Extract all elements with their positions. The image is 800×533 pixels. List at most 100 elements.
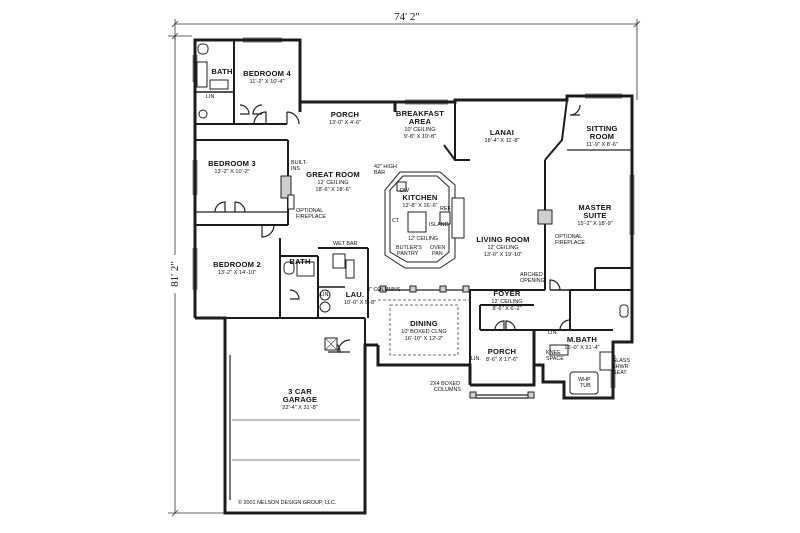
pantry-shelf-icon <box>451 197 465 239</box>
living-room-label: LIVING ROOM <box>476 235 529 244</box>
refrigerator-icon <box>439 211 451 225</box>
arched-opening-note: ARCHED <box>520 272 543 278</box>
foyer-label: FOYER <box>493 289 520 298</box>
wet-bar-note: WET BAR <box>333 241 358 247</box>
dining-ceiling: 10' BOXED CLNG <box>401 329 447 335</box>
rear-porch-size: 13'-0" X 4'-6" <box>329 120 361 126</box>
island-icon <box>407 211 427 233</box>
garage-size: 22'-4" X 31'-8" <box>282 405 317 411</box>
laundry-label: LAU. <box>346 290 365 299</box>
island-note: ISLAND <box>429 222 449 228</box>
fireplace-icon <box>537 209 553 225</box>
columns-note: 8" COLUMNS <box>367 287 401 293</box>
bedroom2-size: 13'-2" X 14'-10" <box>218 270 256 276</box>
water-heater-icon <box>198 109 208 119</box>
optional-fireplace-m-note-2: FIREPLACE <box>555 240 585 246</box>
butlers-pantry-note-2: PANTRY <box>397 251 419 257</box>
breakfast-size: 9'-8" X 10'-8" <box>404 134 436 140</box>
whp-tub-note: WHP <box>578 377 591 383</box>
breakfast-label: BREAKFAST <box>396 109 444 118</box>
sitting-label: SITTING <box>586 124 617 133</box>
bedroom2-label: BEDROOM 2 <box>213 260 261 269</box>
high-bar-note: 42" HIGH <box>374 164 397 170</box>
built-ins-note: BUILT- <box>291 160 308 166</box>
master-suite-size: 15'-2" X 18'-9" <box>577 221 612 227</box>
front-porch-label: PORCH <box>488 347 516 356</box>
bath-mid-label: BATH <box>289 257 310 266</box>
wet-bar-sink-icon <box>332 253 346 269</box>
rear-porch-label: PORCH <box>331 110 359 119</box>
lin-mbath-note: LIN. <box>548 330 558 336</box>
laundry-size: 10'-0" X 5'-8" <box>344 300 376 306</box>
master-bath-size: 16'-0" X 21'-4" <box>564 345 599 351</box>
optional-fireplace-m-note: OPTIONAL <box>555 234 582 240</box>
master-suite-label-2: SUITE <box>583 211 606 220</box>
dishwasher-icon <box>396 181 407 192</box>
lin-foyer-note: LIN. <box>471 356 481 362</box>
glass-shower-icon <box>599 351 613 371</box>
garage-label: 3 CAR <box>288 387 312 396</box>
built-ins-icon <box>287 194 295 210</box>
dining-size: 16'-10" X 12'-2" <box>405 336 443 342</box>
breakfast-ceiling: 10' CEILING <box>404 127 435 133</box>
width-label: 74' 2" <box>394 11 420 23</box>
optional-fireplace-note: OPTIONAL <box>296 208 323 214</box>
high-bar-note-2: BAR <box>374 170 385 176</box>
oven-pan-note-2: PAN <box>432 251 443 257</box>
butlers-pantry-note: BUTLER'S <box>396 245 422 251</box>
dw-note: DW <box>400 188 410 194</box>
sitting-label-2: ROOM <box>590 132 614 141</box>
kitchen-label: KITCHEN <box>402 193 437 202</box>
boxed-columns-note: 2X4 BOXED <box>430 381 460 387</box>
lin-top-note: LIN. <box>206 94 216 100</box>
bedroom4-label: BEDROOM 4 <box>243 69 291 78</box>
foyer-ceiling: 12' CEILING <box>491 299 522 305</box>
bath-top-label: BATH <box>211 67 232 76</box>
plan-notes: LIN. BUILT- INS OPTIONAL FIREPLACE 42" H… <box>206 94 630 506</box>
living-room-ceiling: 12' CEILING <box>487 245 518 251</box>
lin-mid-note: LIN. <box>320 292 330 298</box>
optional-fireplace-note-2: FIREPLACE <box>296 214 326 220</box>
sitting-size: 11'-9" X 8'-6" <box>586 142 618 148</box>
sink-icon <box>296 261 315 277</box>
ct-note: CT <box>392 218 400 224</box>
toilet-icon <box>619 304 629 318</box>
great-room-label: GREAT ROOM <box>306 170 360 179</box>
kitchen-size: 12'-8" X 16'-6" <box>402 203 437 209</box>
bathtub-icon <box>196 61 208 88</box>
interior-walls <box>194 40 632 365</box>
copyright-note: © 2001 NELSON DESIGN GROUP, LLC. <box>238 499 336 506</box>
columns <box>379 285 535 399</box>
master-suite-label: MASTER <box>578 203 612 212</box>
great-room-size: 18'-6" X 18'-6" <box>315 187 350 193</box>
vanity-sink-icon <box>549 344 569 356</box>
garage-label-2: GARAGE <box>283 395 318 404</box>
lanai-label: LANAI <box>490 128 514 137</box>
ref-note: REF <box>440 206 451 212</box>
washer-icon <box>319 289 331 301</box>
depth-dimension: 81' 2" <box>166 32 230 517</box>
sink-icon <box>209 79 229 90</box>
knee-space-note-2: SPACE <box>546 356 564 362</box>
breakfast-label-2: AREA <box>409 117 432 126</box>
toilet-icon <box>197 43 209 55</box>
dining-label: DINING <box>410 319 438 328</box>
bedroom3-label: BEDROOM 3 <box>208 159 256 168</box>
knee-space-note: KNEE <box>546 350 561 356</box>
great-room-ceiling: 12' CEILING <box>317 180 348 186</box>
fireplace-icon <box>280 175 292 199</box>
kitchen-ceiling-note: 12' CEILING <box>408 236 438 242</box>
oven-pan-note: OVEN <box>430 245 445 251</box>
dryer-icon <box>319 301 331 313</box>
depth-label: 81' 2" <box>169 261 181 287</box>
toilet-icon <box>283 261 295 275</box>
master-bath-label: M.BATH <box>567 335 597 344</box>
front-porch-size: 8'-6" X 17'-6" <box>486 357 518 363</box>
windows <box>192 37 635 388</box>
room-labels: BATH BEDROOM 4 11'-2" X 10'-4" PORCH 13'… <box>208 67 618 411</box>
living-room-size: 13'-0" X 19'-10" <box>484 252 522 258</box>
glass-shwr-note-2: SHWR <box>612 364 629 370</box>
bedroom3-size: 13'-2" X 10'-2" <box>214 169 249 175</box>
boxed-ceiling <box>389 304 459 356</box>
